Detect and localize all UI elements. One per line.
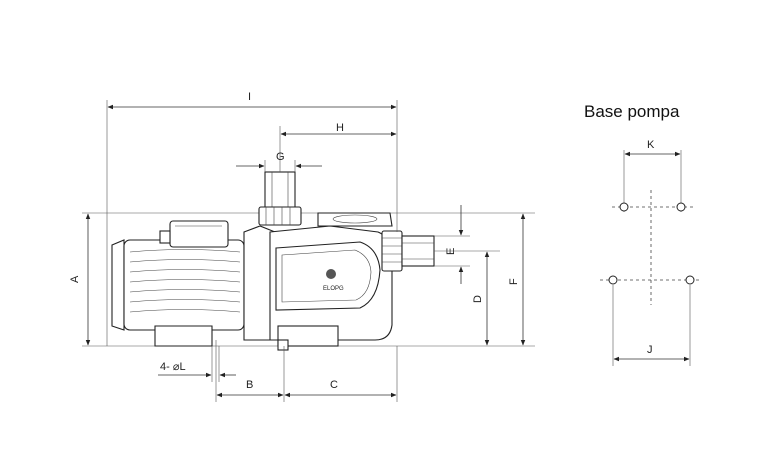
dimension-c: C bbox=[284, 346, 398, 402]
dimension-e: E bbox=[434, 205, 470, 284]
mount-hole-icon bbox=[685, 275, 695, 285]
base-label-k: K bbox=[647, 139, 655, 151]
dimension-l: 4- ⌀L bbox=[158, 346, 236, 382]
mount-hole-icon bbox=[608, 275, 618, 285]
motor-fins bbox=[129, 249, 241, 313]
dimension-h: H bbox=[279, 122, 397, 172]
mount-hole-icon bbox=[619, 202, 629, 212]
dimension-d: D bbox=[434, 250, 500, 346]
label-d: D bbox=[472, 295, 484, 303]
dimension-i: I bbox=[106, 91, 398, 346]
base-label-j: J bbox=[647, 344, 653, 356]
label-f: F bbox=[508, 278, 520, 285]
label-i: I bbox=[248, 91, 251, 103]
label-c: C bbox=[330, 379, 338, 391]
label-h: H bbox=[336, 122, 344, 134]
base-view-title: Base pompa bbox=[584, 102, 680, 121]
label-g: G bbox=[276, 151, 285, 163]
brand-logo-icon bbox=[326, 269, 336, 279]
dimension-g: G bbox=[236, 151, 322, 172]
pump-side-view: ELOPG bbox=[111, 171, 435, 351]
mount-hole-icon bbox=[676, 202, 686, 212]
dimension-a: A bbox=[69, 213, 91, 346]
label-l: 4- ⌀L bbox=[160, 361, 186, 373]
base-view: Base pompa K J bbox=[584, 102, 702, 366]
label-a: A bbox=[69, 275, 81, 283]
dimension-f: F bbox=[508, 213, 526, 346]
brand-text: ELOPG bbox=[323, 286, 344, 292]
label-b: B bbox=[246, 379, 253, 391]
label-e: E bbox=[445, 248, 457, 255]
dimension-b: B bbox=[215, 340, 285, 402]
